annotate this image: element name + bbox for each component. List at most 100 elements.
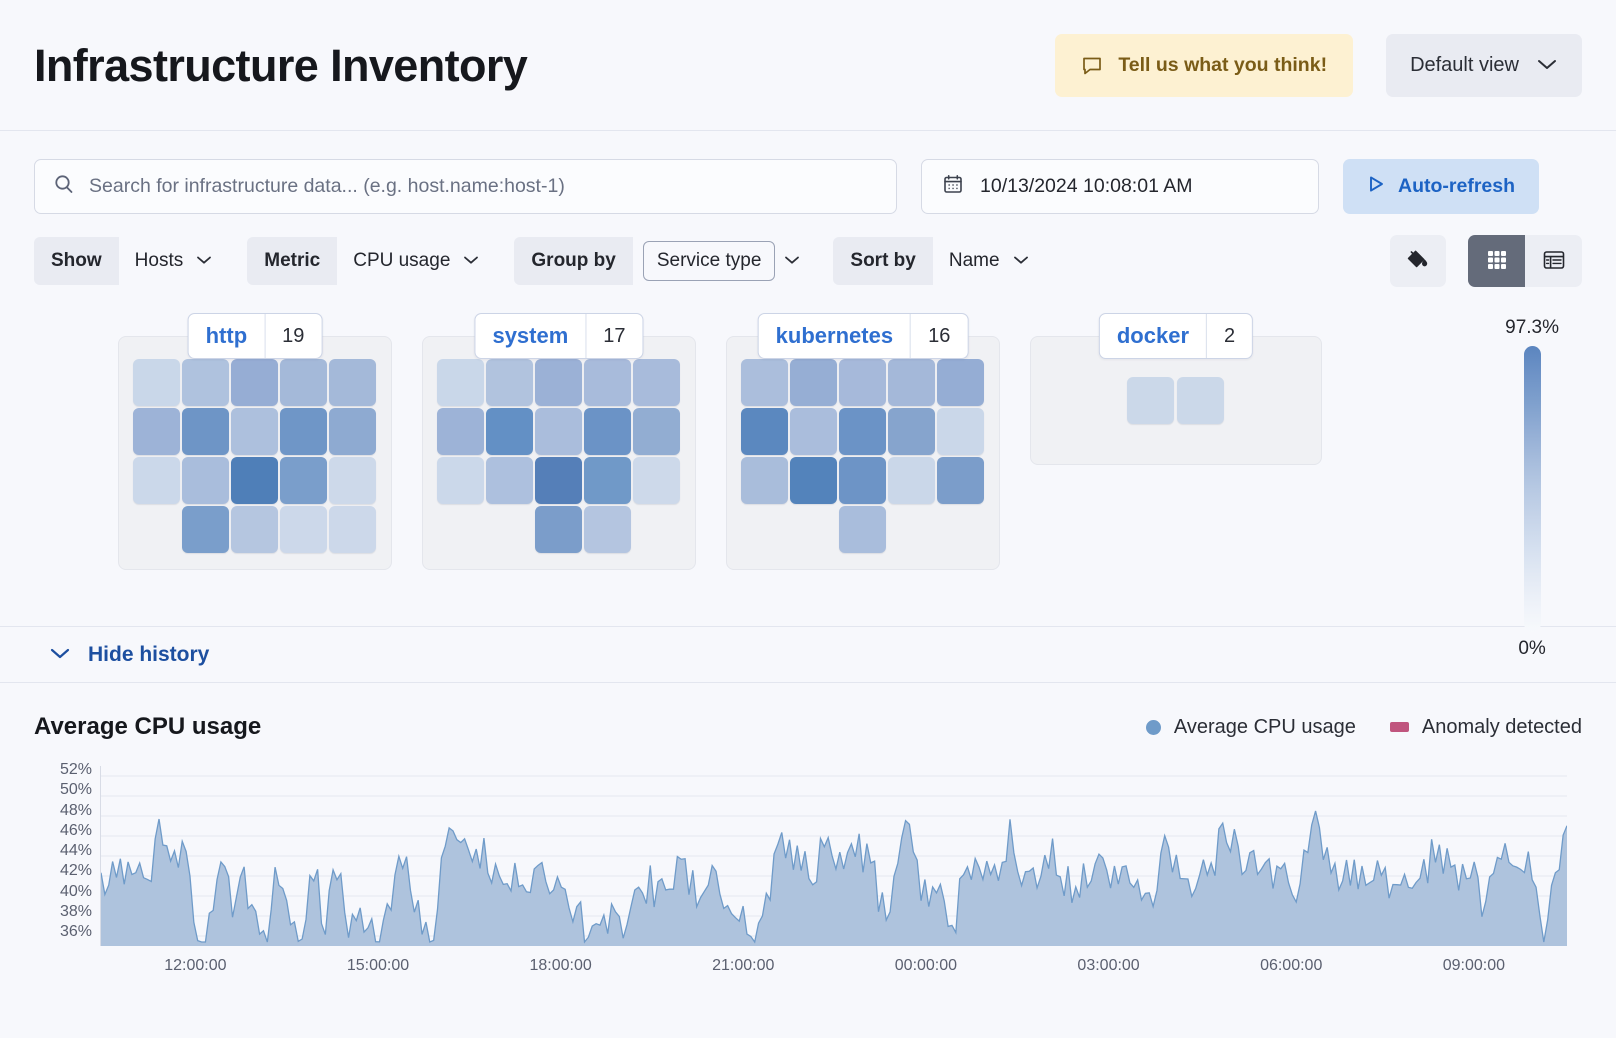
waffle-cell[interactable]: [280, 457, 327, 504]
waffle-cell[interactable]: [231, 457, 278, 504]
waffle-cell[interactable]: [437, 359, 484, 406]
waffle-cell[interactable]: [133, 359, 180, 406]
waffle-cell[interactable]: [437, 408, 484, 455]
waffle-cell[interactable]: [584, 506, 631, 553]
filter-show-value[interactable]: Hosts: [119, 237, 230, 285]
chevron-down-icon: [48, 643, 72, 667]
waffle-cell[interactable]: [231, 408, 278, 455]
waffle-cell[interactable]: [741, 359, 788, 406]
waffle-cell[interactable]: [888, 457, 935, 504]
waffle-cell[interactable]: [741, 408, 788, 455]
waffle-cell[interactable]: [486, 408, 533, 455]
filter-show-value-text: Hosts: [134, 250, 184, 271]
waffle-cell[interactable]: [937, 457, 984, 504]
waffle-cell[interactable]: [584, 359, 631, 406]
waffle-cell[interactable]: [839, 359, 886, 406]
search-input[interactable]: [89, 175, 878, 198]
filter-sortby-value[interactable]: Name: [933, 237, 1046, 285]
page-title: Infrastructure Inventory: [34, 39, 528, 91]
waffle-cell[interactable]: [231, 506, 278, 553]
waffle-row: [437, 359, 681, 406]
waffle-cell[interactable]: [839, 408, 886, 455]
chart-legend: Average CPU usage Anomaly detected: [1145, 715, 1582, 739]
waffle-cell[interactable]: [584, 457, 631, 504]
legend-item-anomaly-detected[interactable]: Anomaly detected: [1389, 715, 1582, 739]
waffle-cell[interactable]: [888, 408, 935, 455]
legend-item-average-cpu-usage[interactable]: Average CPU usage: [1145, 716, 1356, 739]
waffle-cell[interactable]: [937, 359, 984, 406]
waffle-cell[interactable]: [133, 457, 180, 504]
filter-metric-value[interactable]: CPU usage: [337, 237, 496, 285]
grid-view-icon: [1484, 247, 1510, 276]
auto-refresh-button[interactable]: Auto-refresh: [1343, 159, 1540, 214]
chart-canvas[interactable]: [100, 766, 1567, 946]
hide-history-toggle[interactable]: Hide history: [0, 627, 1616, 683]
feedback-button[interactable]: Tell us what you think!: [1055, 33, 1354, 97]
waffle-cell[interactable]: [182, 506, 229, 553]
waffle-cell[interactable]: [182, 359, 229, 406]
waffle-cell[interactable]: [790, 359, 837, 406]
grid-view-button[interactable]: [1468, 235, 1525, 287]
view-selector-button[interactable]: Default view: [1386, 33, 1582, 97]
waffle-cell[interactable]: [584, 408, 631, 455]
filter-groupby-chevron[interactable]: [783, 237, 815, 285]
date-picker[interactable]: 10/13/2024 10:08:01 AM: [921, 159, 1319, 214]
waffle-cell[interactable]: [280, 506, 327, 553]
waffle-cell[interactable]: [437, 457, 484, 504]
waffle-cell[interactable]: [535, 457, 582, 504]
waffle-cell[interactable]: [133, 408, 180, 455]
waffle-cell[interactable]: [329, 408, 376, 455]
waffle-cell[interactable]: [839, 506, 886, 553]
waffle-cell[interactable]: [231, 359, 278, 406]
waffle-cell[interactable]: [535, 506, 582, 553]
waffle-row: [741, 408, 985, 455]
waffle-cell[interactable]: [790, 457, 837, 504]
waffle-cell[interactable]: [937, 408, 984, 455]
waffle-cell[interactable]: [535, 359, 582, 406]
waffle-cell[interactable]: [182, 457, 229, 504]
play-icon: [1367, 174, 1385, 200]
group-name[interactable]: system: [492, 323, 569, 348]
waffle-cell[interactable]: [329, 457, 376, 504]
legend-marker-circle-icon: [1145, 719, 1161, 735]
waffle-cell[interactable]: [633, 359, 680, 406]
waffle-cell[interactable]: [633, 457, 680, 504]
waffle-row: [133, 457, 377, 504]
waffle-cell[interactable]: [329, 359, 376, 406]
waffle-cell[interactable]: [535, 408, 582, 455]
search-box[interactable]: [34, 159, 897, 214]
view-selector-label: Default view: [1410, 53, 1519, 76]
x-tick-label: 21:00:00: [712, 957, 775, 974]
waffle-cell[interactable]: [182, 408, 229, 455]
group-name[interactable]: docker: [1116, 323, 1190, 348]
color-fill-icon-button[interactable]: [1390, 235, 1446, 287]
waffle-cell[interactable]: [486, 359, 533, 406]
filter-groupby-value-text: Service type: [656, 250, 762, 271]
waffle-cell[interactable]: [329, 506, 376, 553]
waffle-cell[interactable]: [888, 359, 935, 406]
filter-groupby-value[interactable]: Service type: [642, 241, 776, 281]
waffle-cell[interactable]: [741, 457, 788, 504]
waffle-cell[interactable]: [839, 457, 886, 504]
waffle-cell[interactable]: [486, 457, 533, 504]
history-chart-section: Average CPU usage Average CPU usage Anom…: [0, 683, 1616, 983]
auto-refresh-label: Auto-refresh: [1398, 175, 1516, 197]
chevron-down-icon: [1012, 250, 1030, 272]
page-header: Infrastructure Inventory Tell us what yo…: [0, 0, 1616, 131]
waffle-cell[interactable]: [790, 408, 837, 455]
waffle-cell[interactable]: [1127, 377, 1174, 424]
waffle-row: [437, 457, 681, 504]
waffle-cell[interactable]: [280, 408, 327, 455]
waffle-row: [437, 408, 681, 455]
legend-label: Anomaly detected: [1421, 715, 1582, 738]
table-view-button[interactable]: [1525, 235, 1582, 287]
waffle-cell[interactable]: [633, 408, 680, 455]
waffle-cell[interactable]: [280, 359, 327, 406]
group-name[interactable]: kubernetes: [775, 323, 894, 348]
waffle-cell[interactable]: [1177, 377, 1224, 424]
group-name[interactable]: http: [205, 323, 248, 348]
